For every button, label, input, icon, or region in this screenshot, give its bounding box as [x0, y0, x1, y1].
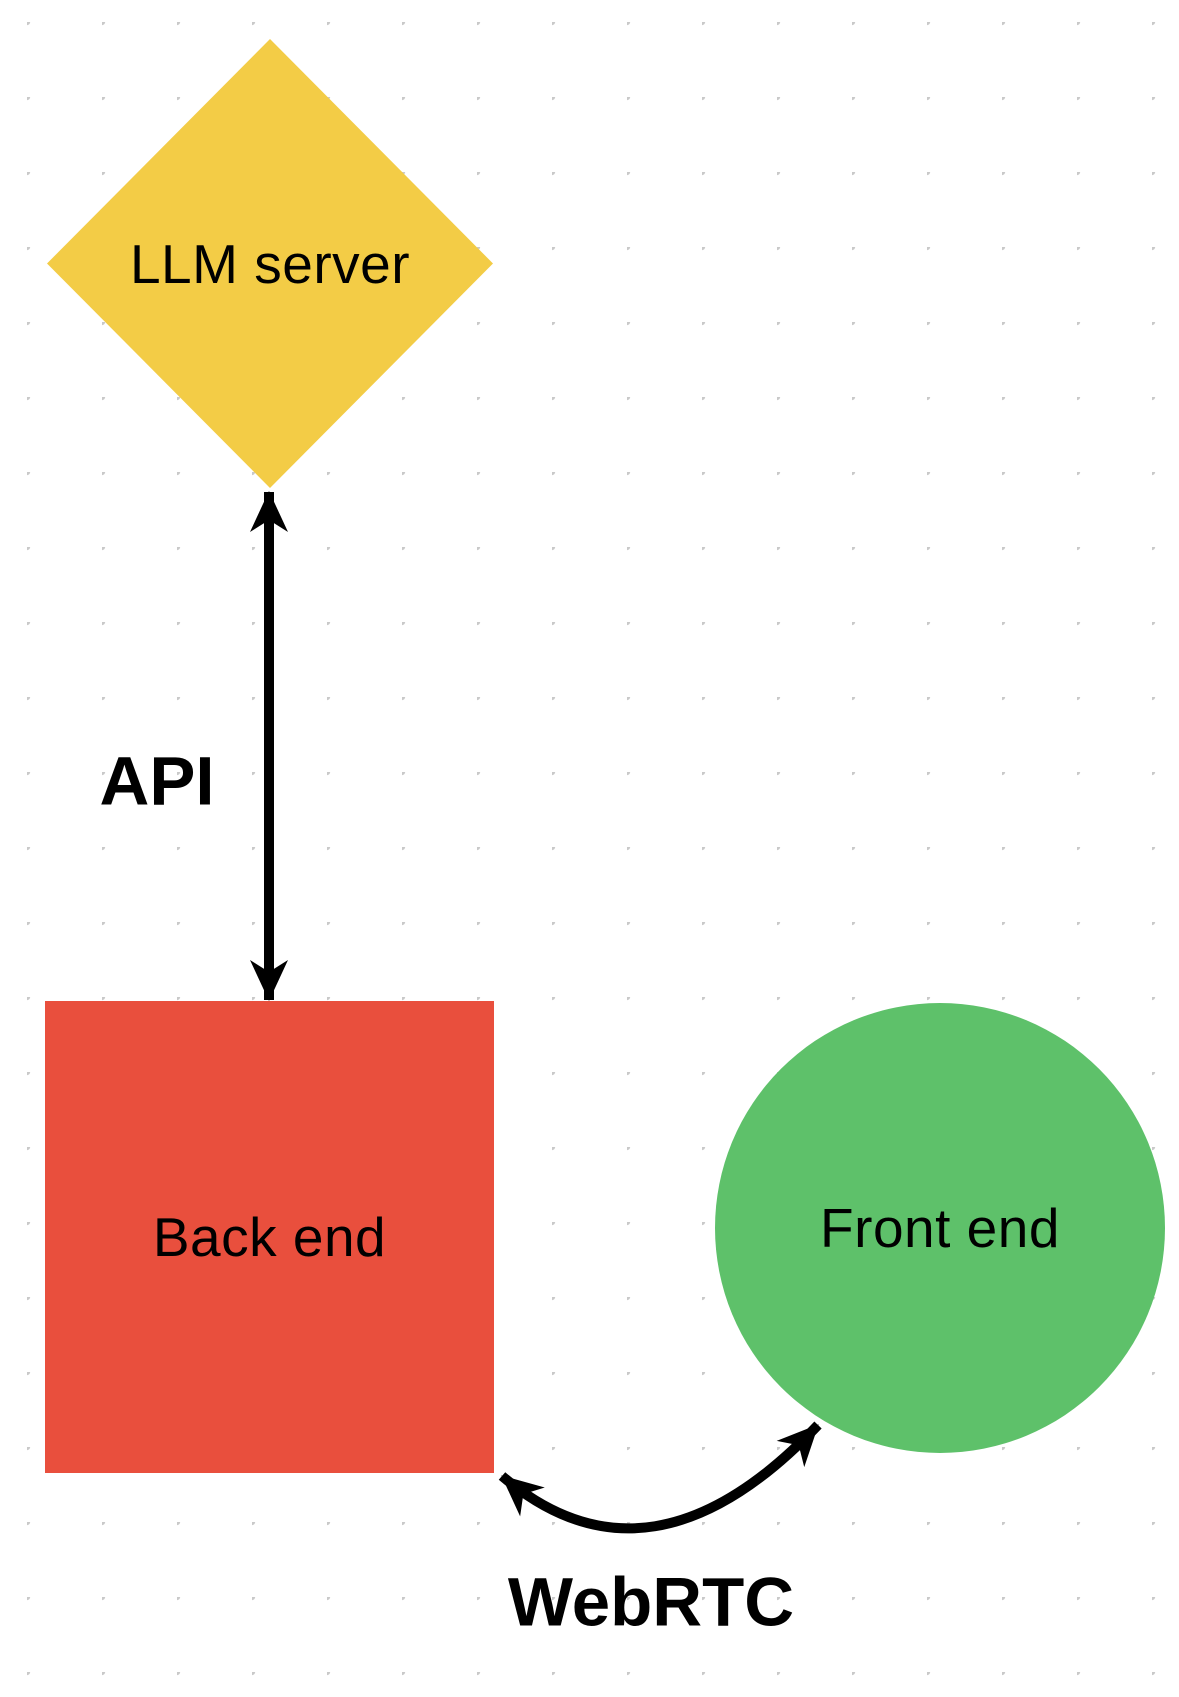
node-label-front-end: Front end [820, 1197, 1060, 1259]
node-label-llm-server: LLM server [129, 232, 411, 295]
edge-webrtc-arrow[interactable] [498, 1421, 822, 1534]
node-label-back-end: Back end [152, 1206, 387, 1268]
node-back-end[interactable]: Back end [45, 1001, 494, 1473]
edge-label-api[interactable]: API [99, 742, 215, 820]
edge-label-webrtc[interactable]: WebRTC [507, 1563, 795, 1641]
node-front-end[interactable]: Front end [715, 1003, 1165, 1453]
